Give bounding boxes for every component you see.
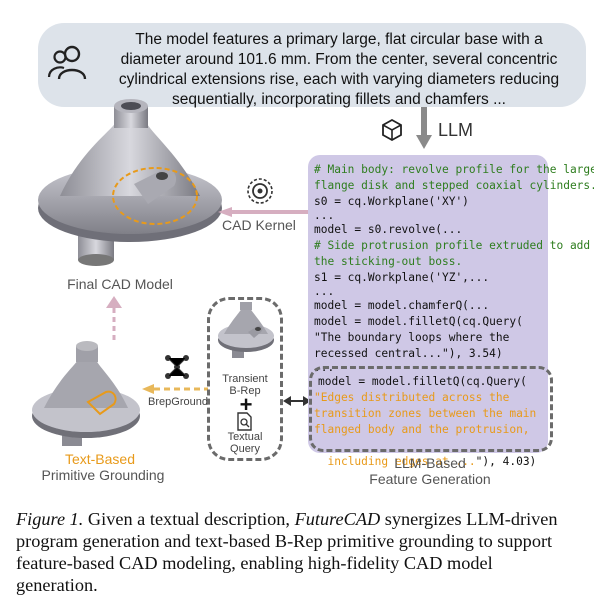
highlighted-code-box: [309, 366, 553, 452]
code-line: model = model.filletQ(cq.Query(: [314, 315, 523, 328]
code-line: flange disk and stepped coaxial cylinder…: [314, 179, 594, 192]
code-panel: [308, 155, 548, 453]
dashed-left-arrow-icon: [142, 384, 208, 394]
caption-text: synergizes LLM-driven program generation…: [16, 509, 558, 595]
prompt-line: The model features a primary large, flat…: [135, 31, 543, 48]
figure-caption: Figure 1. Given a textual description, F…: [16, 508, 576, 596]
code-line: transition zones between the main: [314, 407, 537, 420]
transient-query-box: [207, 297, 283, 461]
double-arrow-icon: [283, 396, 311, 406]
grounded-model-image: [32, 341, 140, 446]
caption-method-name: FutureCAD: [294, 509, 381, 529]
cad-kernel-label: CAD Kernel: [222, 217, 296, 233]
code-line: s0 = cq.Workplane('XY'): [314, 195, 469, 208]
code-line: model = s0.revolve(...: [314, 223, 463, 236]
document-search-icon: [237, 412, 252, 431]
llm-label: LLM: [438, 120, 474, 140]
code-line: ...: [314, 285, 335, 298]
network-icon: [165, 355, 189, 379]
code-line: the sticking-out boss.: [314, 255, 463, 268]
caption-text: Given a textual description,: [83, 509, 295, 529]
final-cad-model-image: [38, 99, 222, 266]
caption-figure-number: Figure 1.: [16, 509, 84, 529]
prompt-line: sequentially, incorporating fillets and …: [172, 91, 506, 108]
code-line: including edges at ...: [327, 455, 476, 468]
up-arrow-icon: [106, 296, 122, 344]
code-line: model = model.chamferQ(...: [314, 299, 490, 312]
llm-hexagon-icon: [382, 118, 402, 142]
textual-query-label: Textual Query: [212, 431, 278, 455]
code-line: "), 4.03): [475, 455, 537, 468]
llm-based-label: LLM-Based: [394, 455, 466, 471]
left-arrow-icon: [218, 207, 310, 217]
prompt-bubble: [38, 23, 586, 107]
final-model-label: Final CAD Model: [67, 276, 173, 292]
transient-brep-image: [218, 302, 274, 358]
transient-line: B-Rep: [229, 385, 261, 397]
textual-line: Query: [230, 443, 260, 455]
primitive-grounding-label: Primitive Grounding: [41, 467, 165, 483]
transient-line: Transient: [222, 373, 268, 385]
brepground-label: BrepGround: [148, 396, 208, 408]
gear-icon: [247, 178, 273, 204]
prompt-line: cylindrical extensions rise, each with v…: [118, 71, 560, 88]
code-line: "Edges distributed across the: [314, 391, 510, 404]
textual-line: Textual: [227, 431, 263, 443]
code-line: "The boundary loops where the: [314, 331, 510, 344]
transient-label: Transient B-Rep: [212, 373, 278, 397]
code-last-line: including edges at ..."), 4.03): [314, 438, 536, 470]
text-based-label: Text-Based: [64, 451, 136, 467]
prompt-line: diameter around 101.6 mm. From the cente…: [120, 51, 558, 68]
users-icon: [47, 45, 87, 80]
code-line: # Main body: revolve profile for the lar…: [314, 163, 594, 176]
code-line: recessed central..."), 3.54): [314, 347, 503, 360]
plus-sign: +: [239, 392, 253, 417]
feature-generation-label: Feature Generation: [369, 471, 491, 487]
code-line: # Side protrusion profile extruded to ad…: [314, 239, 591, 252]
code-line: flanged body and the protrusion,: [314, 423, 530, 436]
code-line: s1 = cq.Workplane('YZ',...: [314, 271, 490, 284]
prompt-text: The model features a primary large, flat…: [104, 30, 574, 110]
code-line: ...: [314, 209, 335, 222]
code-line: model = model.filletQ(cq.Query(: [318, 375, 527, 388]
down-arrow-icon: [416, 107, 432, 149]
